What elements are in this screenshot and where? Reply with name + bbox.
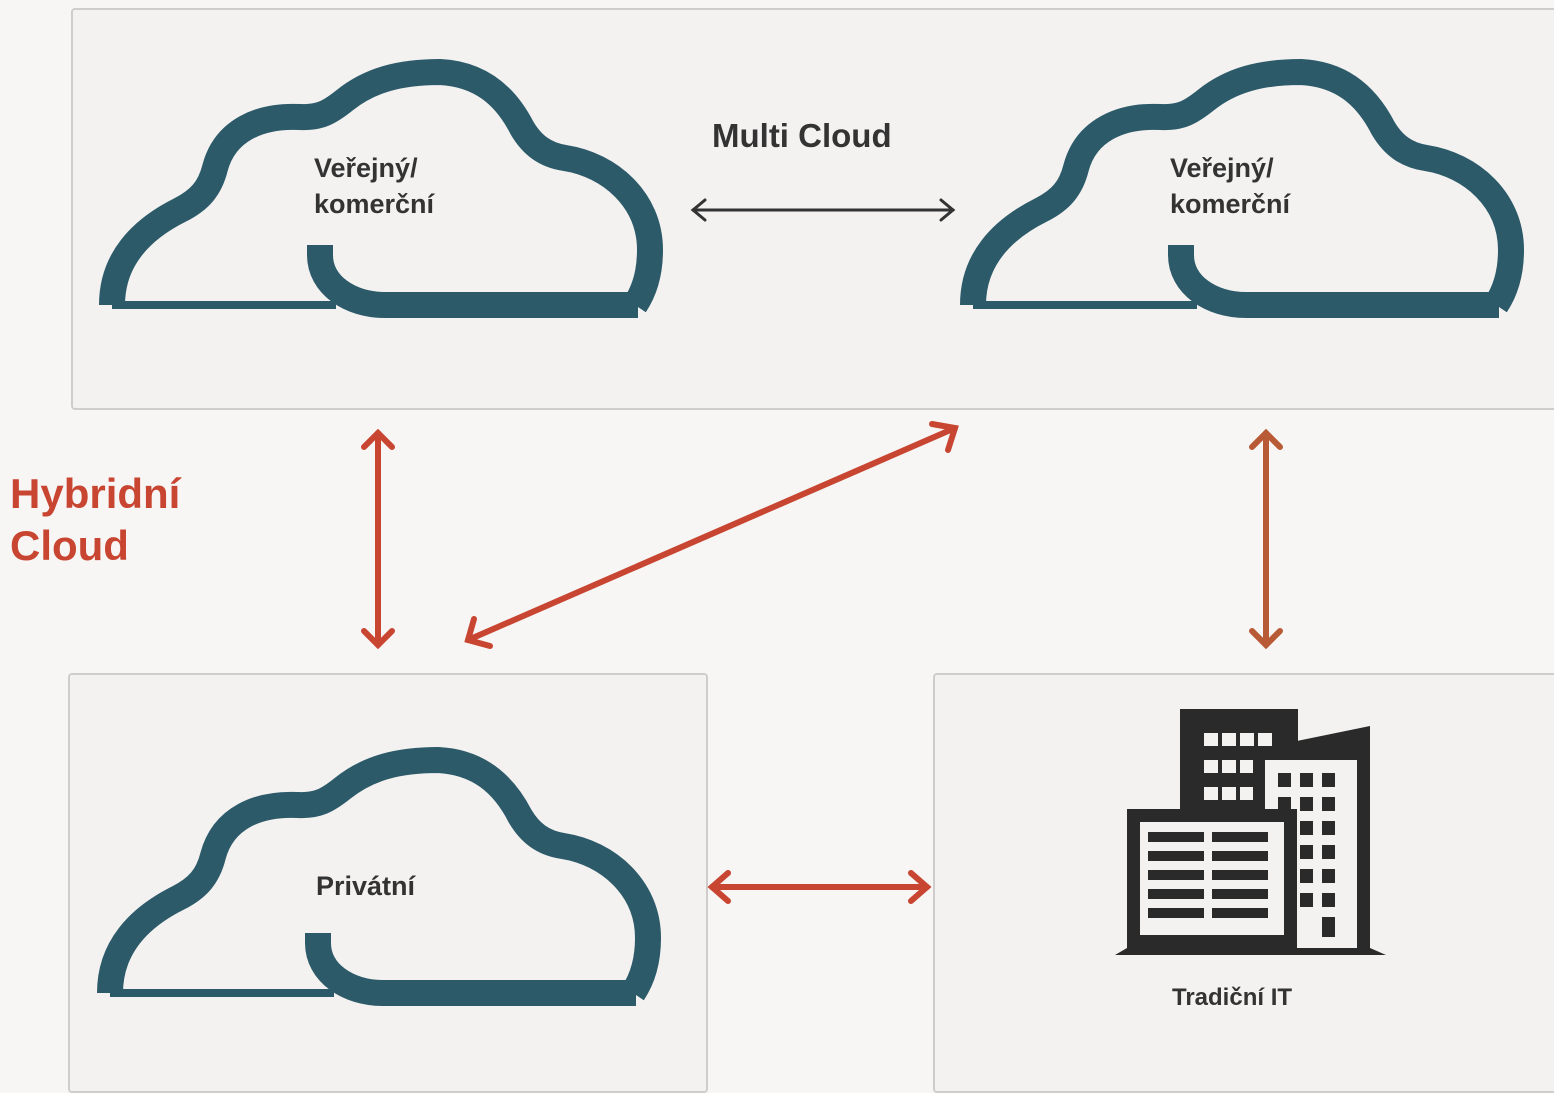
private-cloud-panel — [68, 673, 708, 1093]
multi-cloud-label: Multi Cloud — [712, 117, 892, 154]
hybrid-cloud-line2: Cloud — [10, 522, 129, 569]
public-cloud-right-line1: Veřejný/ — [1170, 153, 1274, 183]
public-cloud-left-line2: komerční — [314, 189, 435, 219]
traditional-it-label: Tradiční IT — [1172, 984, 1293, 1011]
hybrid-cloud-label: Hybridní Cloud — [10, 468, 180, 572]
hybrid-diagonal-arrow — [464, 421, 959, 649]
public-cloud-right-line2: komerční — [1170, 189, 1291, 219]
building-icon — [1115, 709, 1386, 955]
public-cloud-right-label: Veřejný/ komerční — [1170, 150, 1290, 222]
private-cloud-label: Privátní — [316, 871, 416, 901]
public-traditional-arrow — [1249, 428, 1283, 650]
multi-cloud-arrow — [690, 198, 956, 222]
private-traditional-arrow — [707, 870, 932, 904]
hybrid-cloud-line1: Hybridní — [10, 470, 181, 517]
public-cloud-left-label: Veřejný/ komerční — [314, 150, 434, 222]
hybrid-vertical-arrow — [361, 428, 395, 650]
public-cloud-left-line1: Veřejný/ — [314, 153, 418, 183]
